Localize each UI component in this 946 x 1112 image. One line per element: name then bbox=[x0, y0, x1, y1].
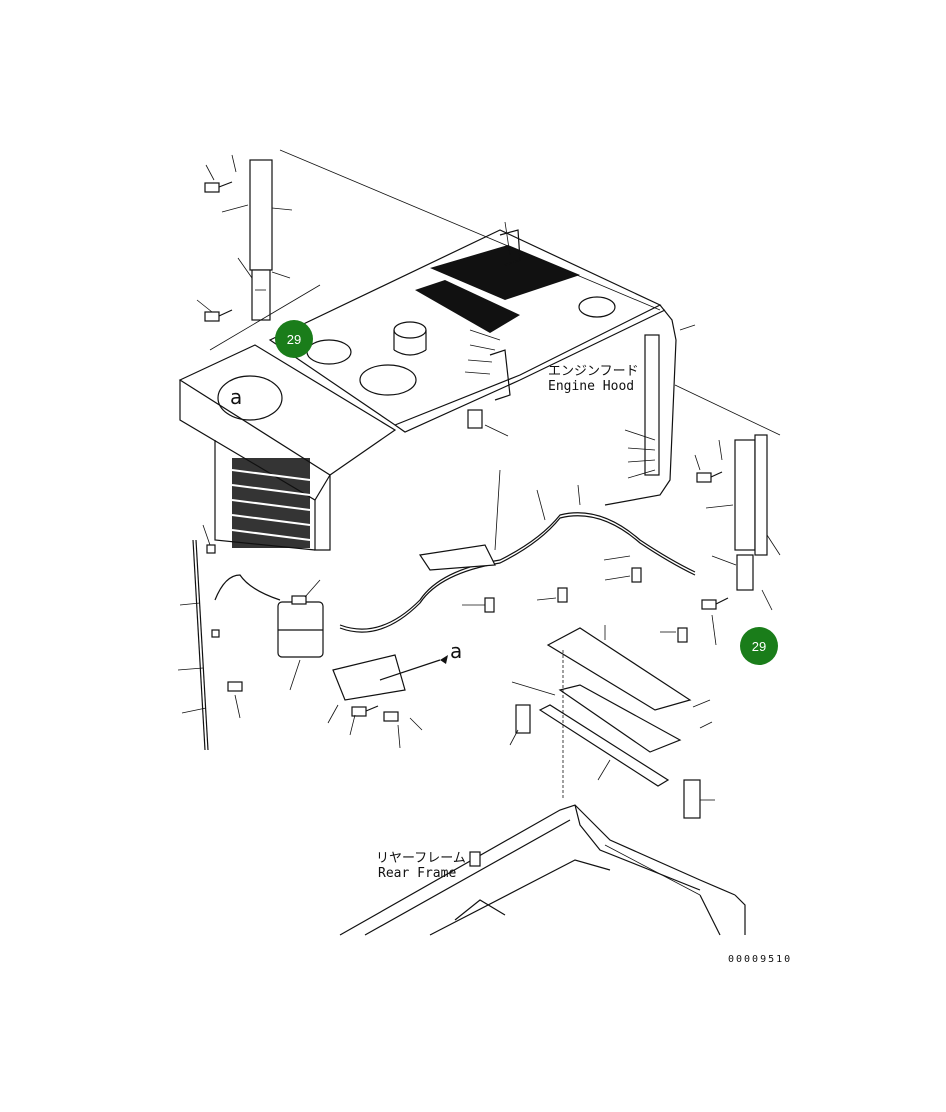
callout-29-label: 29 bbox=[752, 639, 766, 654]
callout-29[interactable]: 29 bbox=[275, 320, 313, 358]
left-mounting-strip bbox=[196, 154, 293, 322]
reservoir-box bbox=[214, 574, 324, 691]
mounting-bracket bbox=[234, 555, 688, 749]
cable bbox=[339, 469, 696, 633]
bolt-icon bbox=[351, 567, 688, 722]
rear-frame-label-jp: リヤーフレーム bbox=[376, 851, 466, 866]
callout-29[interactable]: 29 bbox=[740, 627, 778, 665]
engine-hood-label-jp: エンジンフード bbox=[548, 364, 639, 379]
bolt-icon bbox=[696, 471, 729, 610]
lever-rod bbox=[177, 524, 243, 751]
rear-frame-label-en: Rear Frame bbox=[378, 866, 456, 881]
under-cover-plates bbox=[509, 625, 715, 819]
right-mounting-strip bbox=[694, 434, 781, 646]
callout-29-label: 29 bbox=[287, 332, 301, 347]
hinge-assembly bbox=[624, 324, 696, 479]
side-grille bbox=[231, 458, 311, 548]
engine-hood bbox=[268, 221, 677, 506]
engine-hood-label-en: Engine Hood bbox=[548, 379, 634, 394]
side-cover bbox=[178, 344, 397, 551]
detail-a-label: a bbox=[230, 385, 242, 409]
drawing-number: 00009510 bbox=[728, 954, 792, 965]
bolt-icon bbox=[204, 181, 233, 322]
rear-frame bbox=[339, 804, 746, 936]
detail-a-label: a bbox=[450, 639, 462, 663]
